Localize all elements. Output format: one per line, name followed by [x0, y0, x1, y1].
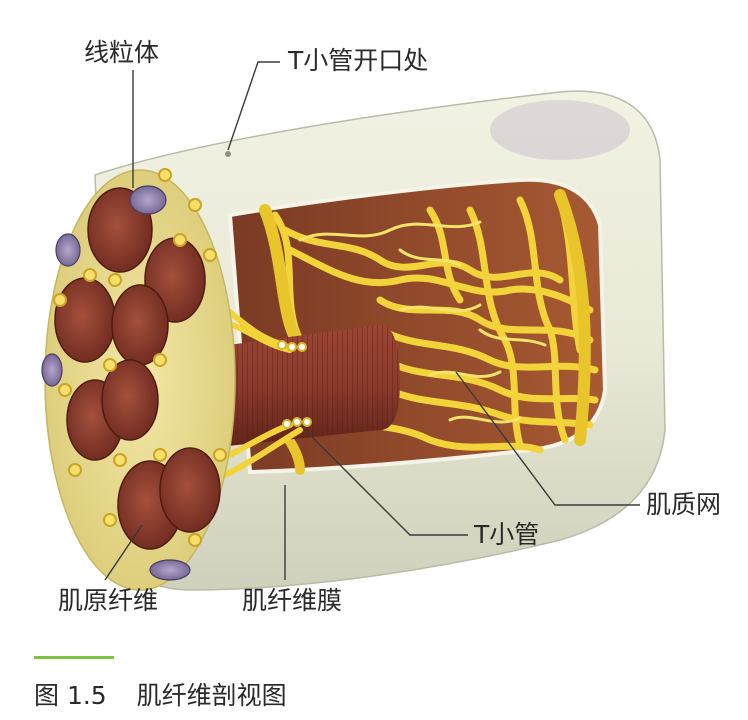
mitochondrion	[41, 353, 63, 387]
myofibril-end	[111, 284, 169, 366]
myofibril-end	[101, 359, 159, 441]
myofibril-cross-sections	[54, 187, 221, 550]
leader-myofibril	[104, 524, 143, 581]
caption-rule	[34, 656, 114, 659]
t-tubule-opening-dot	[225, 151, 231, 157]
label-sarcoplasmic-reticulum: 肌质网	[646, 490, 722, 519]
t-tubule-openings	[277, 340, 312, 429]
leader-t-tubule	[304, 429, 468, 536]
mitochondrion	[129, 185, 167, 215]
label-t-tubule-opening: T小管开口处	[288, 46, 429, 75]
label-sarcolemma: 肌纤维膜	[242, 586, 343, 615]
mitochondrion	[55, 233, 81, 267]
leader-sarcoplasmic-reticulum	[455, 371, 640, 506]
leader-t-tubule-opening	[227, 61, 280, 151]
label-mitochondria: 线粒体	[84, 38, 160, 67]
leader-lines	[104, 61, 640, 581]
myofibril-end	[54, 277, 116, 363]
label-myofibril: 肌原纤维	[58, 586, 159, 615]
t-tubule-rings	[53, 168, 227, 547]
figure-number: 图 1.5	[34, 681, 107, 710]
figure-caption: 图 1.5 肌纤维剖视图	[34, 676, 287, 712]
label-t-tubule: T小管	[474, 520, 540, 549]
figure-title: 肌纤维剖视图	[136, 681, 287, 710]
mitochondrion	[149, 559, 191, 581]
mitochondria-group	[41, 185, 191, 581]
myofibril-end	[159, 447, 221, 533]
